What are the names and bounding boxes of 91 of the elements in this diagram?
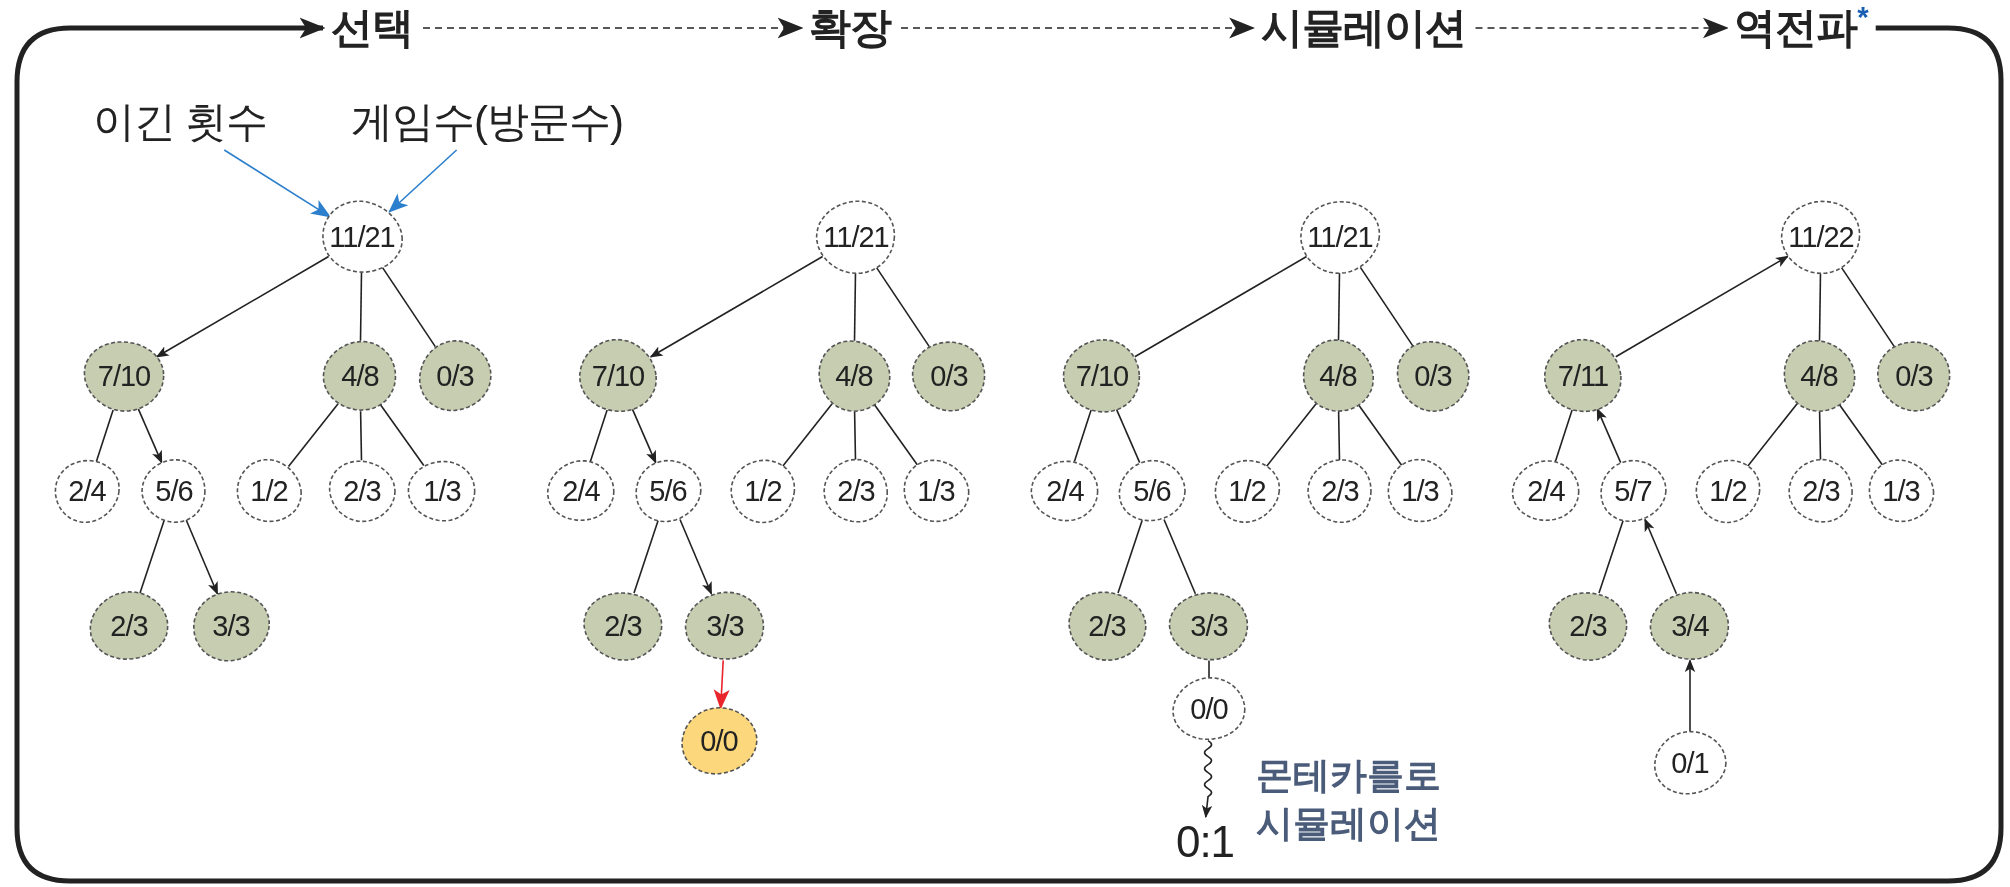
tree-node: 5/6 <box>139 458 209 524</box>
arrow <box>137 408 163 464</box>
tree-edge <box>1746 402 1798 468</box>
arrow <box>649 255 824 358</box>
tree-node: 1/2 <box>1693 458 1763 524</box>
tree-edge <box>875 266 931 348</box>
annotation-text: 이긴 횟수 <box>92 94 268 150</box>
tree-edge <box>1838 404 1884 467</box>
annotation-text: 게임수(방문수) <box>351 94 623 150</box>
tree-node: 4/8 <box>1300 338 1376 414</box>
arrow <box>631 408 657 464</box>
tree-node: 1/2 <box>728 458 798 524</box>
tree-edge <box>1134 255 1308 358</box>
tree-node: 4/8 <box>1781 338 1857 414</box>
tree-node: 2/3 <box>327 458 397 524</box>
tree-edge <box>873 404 919 467</box>
tree-node: 11/21 <box>1297 199 1383 275</box>
tree-edge <box>1115 408 1141 464</box>
tree-node: 7/11 <box>1541 338 1625 414</box>
arrow <box>1201 739 1213 819</box>
tree-edge <box>95 409 114 463</box>
arrow <box>155 255 330 358</box>
arrow <box>422 17 804 39</box>
tree-node: 11/21 <box>319 199 405 275</box>
arrow <box>1644 518 1678 595</box>
tree-node: 0/3 <box>1876 338 1952 414</box>
tree-edge <box>781 402 833 468</box>
tree-node: 4/8 <box>816 338 892 414</box>
arrow <box>900 17 1256 39</box>
arrow <box>1596 407 1622 464</box>
arrow <box>185 518 219 595</box>
tree-node: 2/3 <box>1786 458 1856 524</box>
tree-node: 7/10 <box>82 338 166 414</box>
tree-node: 5/7 <box>1598 458 1668 524</box>
loop-arrow <box>14 17 2004 884</box>
tree-node: 2/3 <box>1305 458 1375 524</box>
tree-edge <box>1840 266 1896 348</box>
tree-node: 0/3 <box>911 338 987 414</box>
arrow <box>1615 255 1789 358</box>
tree-edge <box>1554 409 1573 463</box>
tree-edge <box>359 410 363 462</box>
tree-node: 2/4 <box>1511 458 1581 524</box>
arrow <box>679 518 713 595</box>
arrow <box>388 149 458 213</box>
tree-node: 7/10 <box>576 338 660 414</box>
tree-node: 0/0 <box>1171 675 1247 743</box>
tree-node: 5/6 <box>633 458 703 524</box>
tree-node: 2/4 <box>546 458 616 524</box>
tree-edge <box>139 519 165 594</box>
tree-edge <box>1208 659 1210 679</box>
tree-edge <box>359 271 363 342</box>
tree-node: 2/3 <box>582 589 664 663</box>
tree-node: 0/0 <box>679 705 759 777</box>
tree-edge <box>633 519 659 594</box>
tree-edge <box>1117 519 1143 594</box>
tree-node: 1/3 <box>1866 458 1936 524</box>
tree-node: 3/3 <box>1168 589 1250 663</box>
tree-node: 1/3 <box>407 458 477 524</box>
tree-node: 2/3 <box>88 589 170 663</box>
tree-edge <box>1359 266 1415 348</box>
tree-node: 3/3 <box>684 589 766 663</box>
tree-node: 0/1 <box>1652 729 1728 797</box>
tree-edge <box>381 266 437 348</box>
tree-node: 0/3 <box>1395 338 1471 414</box>
tree-node: 0/3 <box>417 338 493 414</box>
tree-edge <box>589 409 608 463</box>
tree-edge <box>1598 519 1624 594</box>
tree-node: 4/8 <box>322 338 398 414</box>
tree-edge <box>1357 404 1403 467</box>
tree-edge <box>287 402 339 468</box>
tree-node: 2/4 <box>52 458 122 524</box>
tree-node: 1/3 <box>901 458 971 524</box>
tree-edge <box>1337 410 1341 462</box>
tree-node: 1/2 <box>234 458 304 524</box>
tree-edge <box>1073 409 1092 463</box>
tree-node: 5/6 <box>1117 458 1187 524</box>
tree-node: 3/4 <box>1649 589 1731 663</box>
tree-node: 3/3 <box>190 589 272 663</box>
tree-node: 1/3 <box>1385 458 1455 524</box>
tree-edge <box>1265 402 1317 468</box>
arrow <box>1474 17 1729 39</box>
tree-node: 2/3 <box>1547 589 1629 663</box>
note-text: 몬테카를로 시뮬레이션 <box>1256 754 1442 847</box>
tree-node: 2/4 <box>1030 458 1100 524</box>
arrow <box>1684 659 1696 733</box>
result-text: 0:1 <box>1175 817 1235 867</box>
tree-node: 2/3 <box>821 458 891 524</box>
tree-node: 1/2 <box>1212 458 1282 524</box>
tree-edge <box>379 404 425 467</box>
tree-node: 2/3 <box>1066 589 1148 663</box>
tree-edge <box>1163 518 1197 595</box>
